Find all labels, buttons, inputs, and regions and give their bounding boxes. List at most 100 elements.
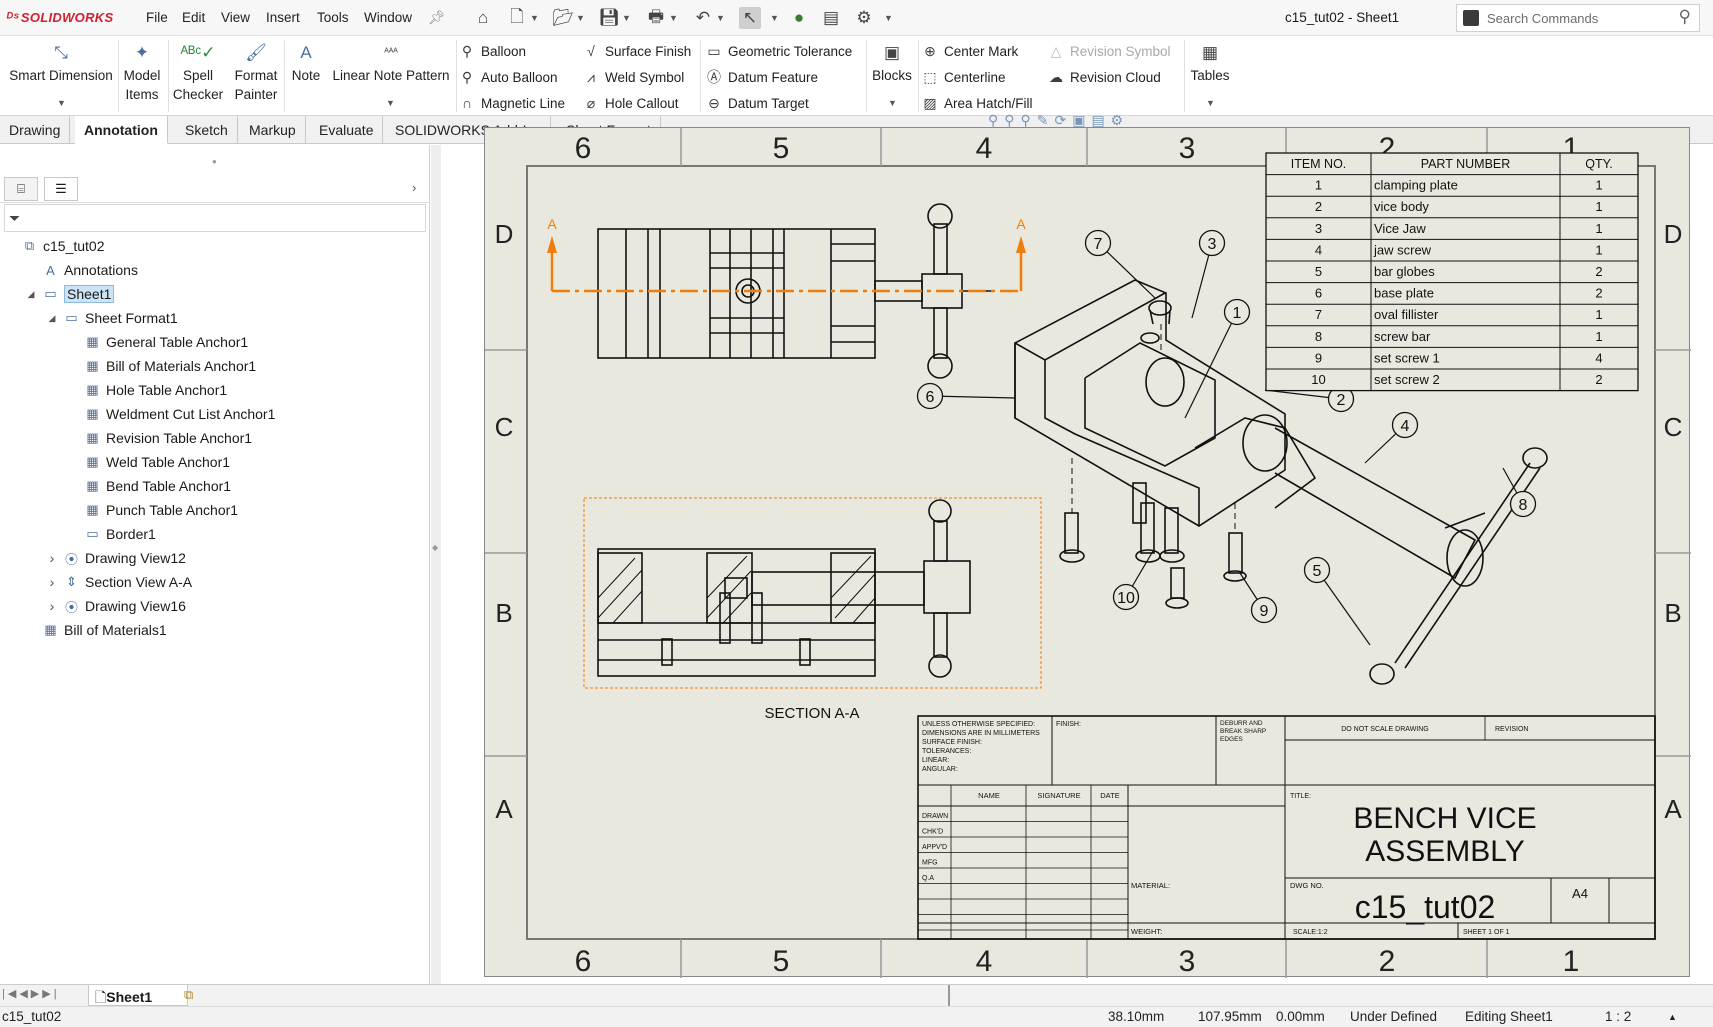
tree-item-drawing-view12[interactable]: ›⦿Drawing View12 [4,546,424,570]
chevron-down-icon[interactable]: ▼ [576,13,585,23]
balloon-6[interactable]: 6 [916,382,1016,410]
chevron-down-icon[interactable]: ▼ [622,13,631,23]
chevron-down-icon[interactable]: ▼ [1206,98,1215,108]
tab-evaluate[interactable]: Evaluate [310,116,384,144]
heads-up-view-toolbar[interactable]: ⚲⚲⚲✎⟳▣▤⚙ [988,112,1130,128]
menu-tools[interactable]: Tools [317,10,349,25]
section-view-a-a[interactable] [597,499,971,678]
save-icon[interactable]: 💾︎ [598,8,620,27]
tab-annotation[interactable]: Annotation [75,116,168,144]
balloon-4[interactable]: 4 [1364,411,1419,464]
balloon-2[interactable]: 2 [1264,385,1355,413]
expand-arrow-icon[interactable]: › [49,550,55,566]
chevron-down-icon[interactable]: ▼ [57,98,66,108]
tree-item-c15-tut02[interactable]: ⧉c15_tut02 [4,234,424,258]
chevron-up-icon[interactable]: ▲ [1668,1012,1677,1022]
sheet-tab-sheet1[interactable]: 🗋Sheet1 [88,985,188,1006]
undo-icon[interactable]: ↶ [695,8,711,27]
panel-grip-icon[interactable]: ● [212,157,217,166]
home-icon[interactable]: ⌂ [477,8,489,27]
tree-item-weldment-cut-list-anchor1[interactable]: ▦Weldment Cut List Anchor1 [4,402,424,426]
chevron-down-icon[interactable]: ▼ [888,98,897,108]
chevron-down-icon[interactable]: ▼ [716,13,725,23]
auto-balloon-button[interactable]: ⚲Auto Balloon [459,66,558,88]
menu-insert[interactable]: Insert [266,10,300,25]
magnetic-line-button[interactable]: ∩Magnetic Line [459,92,565,114]
add-sheet-icon[interactable]: ⧉ [184,987,194,1002]
balloon-9[interactable]: 9 [1239,572,1278,624]
menu-view[interactable]: View [221,10,251,25]
section-line-a-a[interactable] [547,236,1026,293]
tree-item-drawing-view16[interactable]: ›⦿Drawing View16 [4,594,424,618]
menu-file[interactable]: File [146,10,168,25]
centerline-button[interactable]: ⬚Centerline [923,68,1006,85]
balloon-button[interactable]: ⚲Balloon [459,40,526,62]
search-icon[interactable]: ⚲ [1678,7,1691,26]
balloon-10[interactable]: 10 [1112,550,1154,611]
chevron-down-icon[interactable]: ▼ [386,98,395,108]
blocks-button[interactable]: ▣Blocks [868,40,916,85]
tree-item-hole-table-anchor1[interactable]: ▦Hole Table Anchor1 [4,378,424,402]
tree-item-border1[interactable]: ▭Border1 [4,522,424,546]
pin-icon[interactable]: 📌︎ [428,10,446,25]
exploded-isometric-view[interactable] [1014,279,1548,685]
open-folder-icon[interactable]: 📂︎ [552,8,574,27]
chevron-down-icon[interactable]: ▼ [884,13,893,23]
tree-item-revision-table-anchor1[interactable]: ▦Revision Table Anchor1 [4,426,424,450]
area-hatch-fill-button[interactable]: ▨Area Hatch/Fill [923,94,1033,111]
panel-splitter[interactable]: ◆ [431,145,441,985]
expand-arrow-icon[interactable]: › [49,598,55,614]
weld-symbol-button[interactable]: ⩘Weld Symbol [583,66,684,88]
chevron-down-icon[interactable]: ▼ [530,13,539,23]
balloon-8[interactable]: 8 [1502,467,1537,518]
section-view-selection-box[interactable] [583,497,1042,689]
revision-cloud-button[interactable]: ☁︎Revision Cloud [1049,68,1161,85]
tree-item-section-view-a-a[interactable]: ›⇕Section View A-A [4,570,424,594]
options-gear-icon[interactable]: ⚙ [856,8,872,27]
menu-window[interactable]: Window [364,10,413,25]
new-document-icon[interactable]: 🗋 [510,6,524,26]
tab-drawing[interactable]: Drawing [0,116,71,144]
search-commands-field[interactable]: Search Commands ⚲ [1456,4,1700,32]
feature-manager-tab-icon[interactable]: ⌸ [4,177,38,201]
file-properties-icon[interactable]: ▤ [822,8,840,27]
tables-button[interactable]: ▦Tables [1186,40,1234,85]
geometric-tolerance-button[interactable]: ▭Geometric Tolerance [707,42,853,59]
property-manager-tab-icon[interactable]: ☰ [44,177,78,201]
collapse-arrow-icon[interactable]: ◢ [48,312,56,323]
hole-callout-button[interactable]: ⌀Hole Callout [583,92,679,114]
balloon-3[interactable]: 3 [1191,229,1226,319]
tree-item-sheet-format1[interactable]: ◢▭Sheet Format1 [4,306,424,330]
scroll-divider[interactable] [948,985,950,1006]
balloon-5[interactable]: 5 [1303,556,1371,646]
tab-markup[interactable]: Markup [240,116,306,144]
smart-dimension-button[interactable]: ⤡Smart Dimension [6,40,116,85]
chevron-down-icon[interactable]: ▼ [669,13,678,23]
tree-item-weld-table-anchor1[interactable]: ▦Weld Table Anchor1 [4,450,424,474]
select-cursor-icon[interactable]: ↖ [739,7,761,29]
tab-sketch[interactable]: Sketch [176,116,238,144]
tree-item-bend-table-anchor1[interactable]: ▦Bend Table Anchor1 [4,474,424,498]
drawing-view-top[interactable] [597,203,992,379]
menu-edit[interactable]: Edit [182,10,206,25]
tree-item-general-table-anchor1[interactable]: ▦General Table Anchor1 [4,330,424,354]
surface-finish-button[interactable]: √Surface Finish [583,40,691,62]
balloon-1[interactable]: 1 [1184,298,1251,419]
collapse-arrow-icon[interactable]: ◢ [27,288,35,299]
print-icon[interactable]: 🖶 [647,6,665,26]
tree-item-bill-of-materials1[interactable]: ▦Bill of Materials1 [4,618,424,642]
chevron-down-icon[interactable]: ▼ [770,13,779,23]
datum-target-button[interactable]: ⊖Datum Target [706,92,809,114]
sheet-nav-arrows[interactable]: |◀◀▶▶| [2,988,60,1000]
tree-filter-field[interactable]: ⏷ [4,204,426,232]
